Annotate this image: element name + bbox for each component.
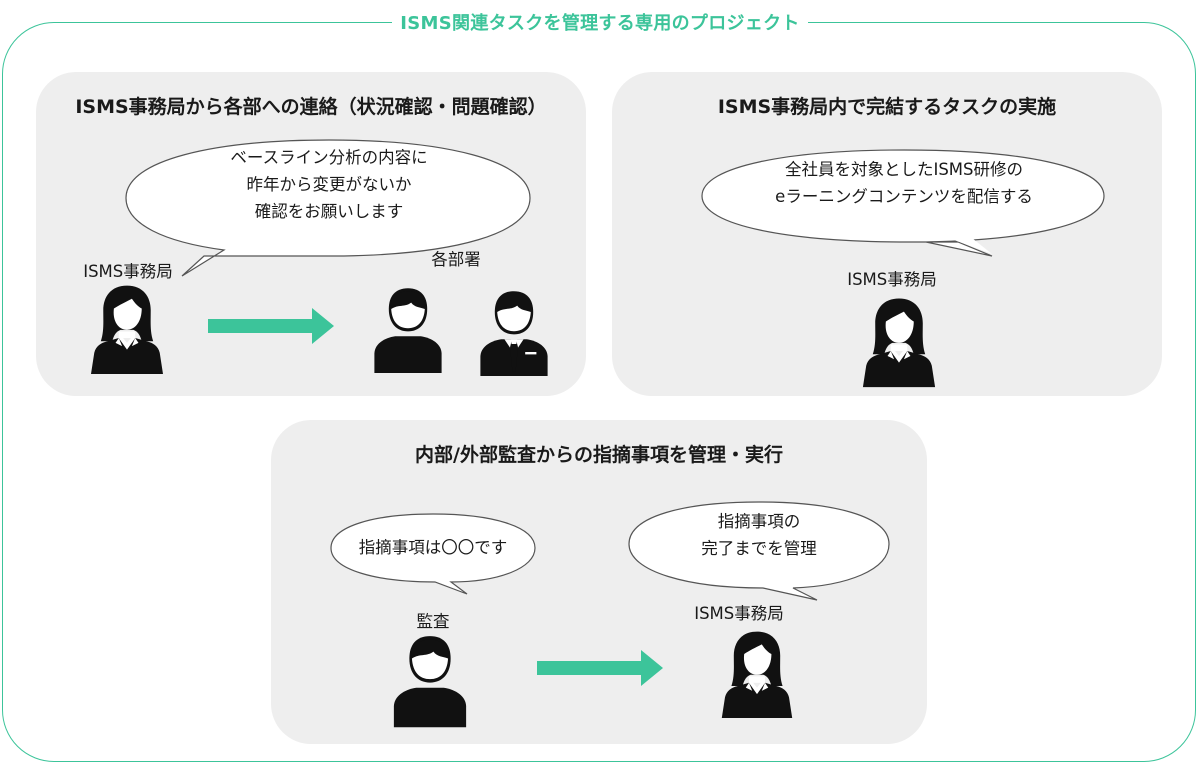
speech-bubble — [701, 149, 1105, 257]
panel-office-to-departments: ISMS事務局から各部への連絡（状況確認・問題確認） ベースライン分析の内容に … — [36, 72, 586, 396]
receiver-label: 各部署 — [431, 250, 481, 269]
sender-label: ISMS事務局 — [83, 262, 173, 281]
bubble-line: 指摘事項は〇〇です — [358, 538, 508, 557]
bubble-line: 完了までを管理 — [701, 539, 817, 558]
arrow-right-icon — [537, 650, 663, 686]
woman-icon — [858, 296, 940, 388]
panel-title: ISMS事務局内で完結するタスクの実施 — [717, 96, 1057, 118]
panel-title: ISMS事務局から各部への連絡（状況確認・問題確認） — [75, 96, 547, 118]
woman-icon — [717, 628, 797, 720]
bubble-text: 指摘事項の 完了までを管理 — [627, 508, 891, 562]
bubble-text: 全社員を対象としたISMS研修の eラーニングコンテンツを配信する — [700, 156, 1108, 210]
bubble-text: 指摘事項は〇〇です — [329, 534, 537, 561]
man-icon — [387, 632, 473, 728]
bubble-line: ベースライン分析の内容に — [230, 148, 428, 167]
woman-icon — [86, 284, 168, 374]
speech-bubble — [628, 501, 890, 601]
bubble-line: 全社員を対象としたISMS研修の — [784, 160, 1024, 179]
bubble-line: 昨年から変更がないか — [246, 175, 412, 194]
panel-title: 内部/外部監査からの指摘事項を管理・実行 — [415, 444, 783, 466]
office-label: ISMS事務局 — [694, 604, 784, 623]
bubble-line: 確認をお願いします — [254, 202, 404, 221]
panel-audit-findings: 内部/外部監査からの指摘事項を管理・実行 指摘事項は〇〇です 指摘事項の 完了ま… — [271, 420, 927, 744]
businessman-icon — [474, 284, 554, 380]
speech-bubble-tail — [954, 238, 992, 254]
panel-internal-tasks: ISMS事務局内で完結するタスクの実施 全社員を対象としたISMS研修の eラー… — [612, 72, 1162, 396]
bubble-line: eラーニングコンテンツを配信する — [775, 187, 1033, 206]
man-icon — [368, 284, 448, 374]
arrow-right-icon — [208, 308, 334, 344]
project-title: ISMS関連タスクを管理する専用のプロジェクト — [392, 13, 808, 35]
speech-bubble — [330, 513, 536, 595]
bubble-line: 指摘事項の — [717, 512, 801, 531]
auditor-label: 監査 — [416, 612, 450, 631]
speech-bubble — [125, 139, 531, 277]
bubble-text: ベースライン分析の内容に 昨年から変更がないか 確認をお願いします — [124, 144, 534, 225]
actor-label: ISMS事務局 — [847, 270, 937, 289]
